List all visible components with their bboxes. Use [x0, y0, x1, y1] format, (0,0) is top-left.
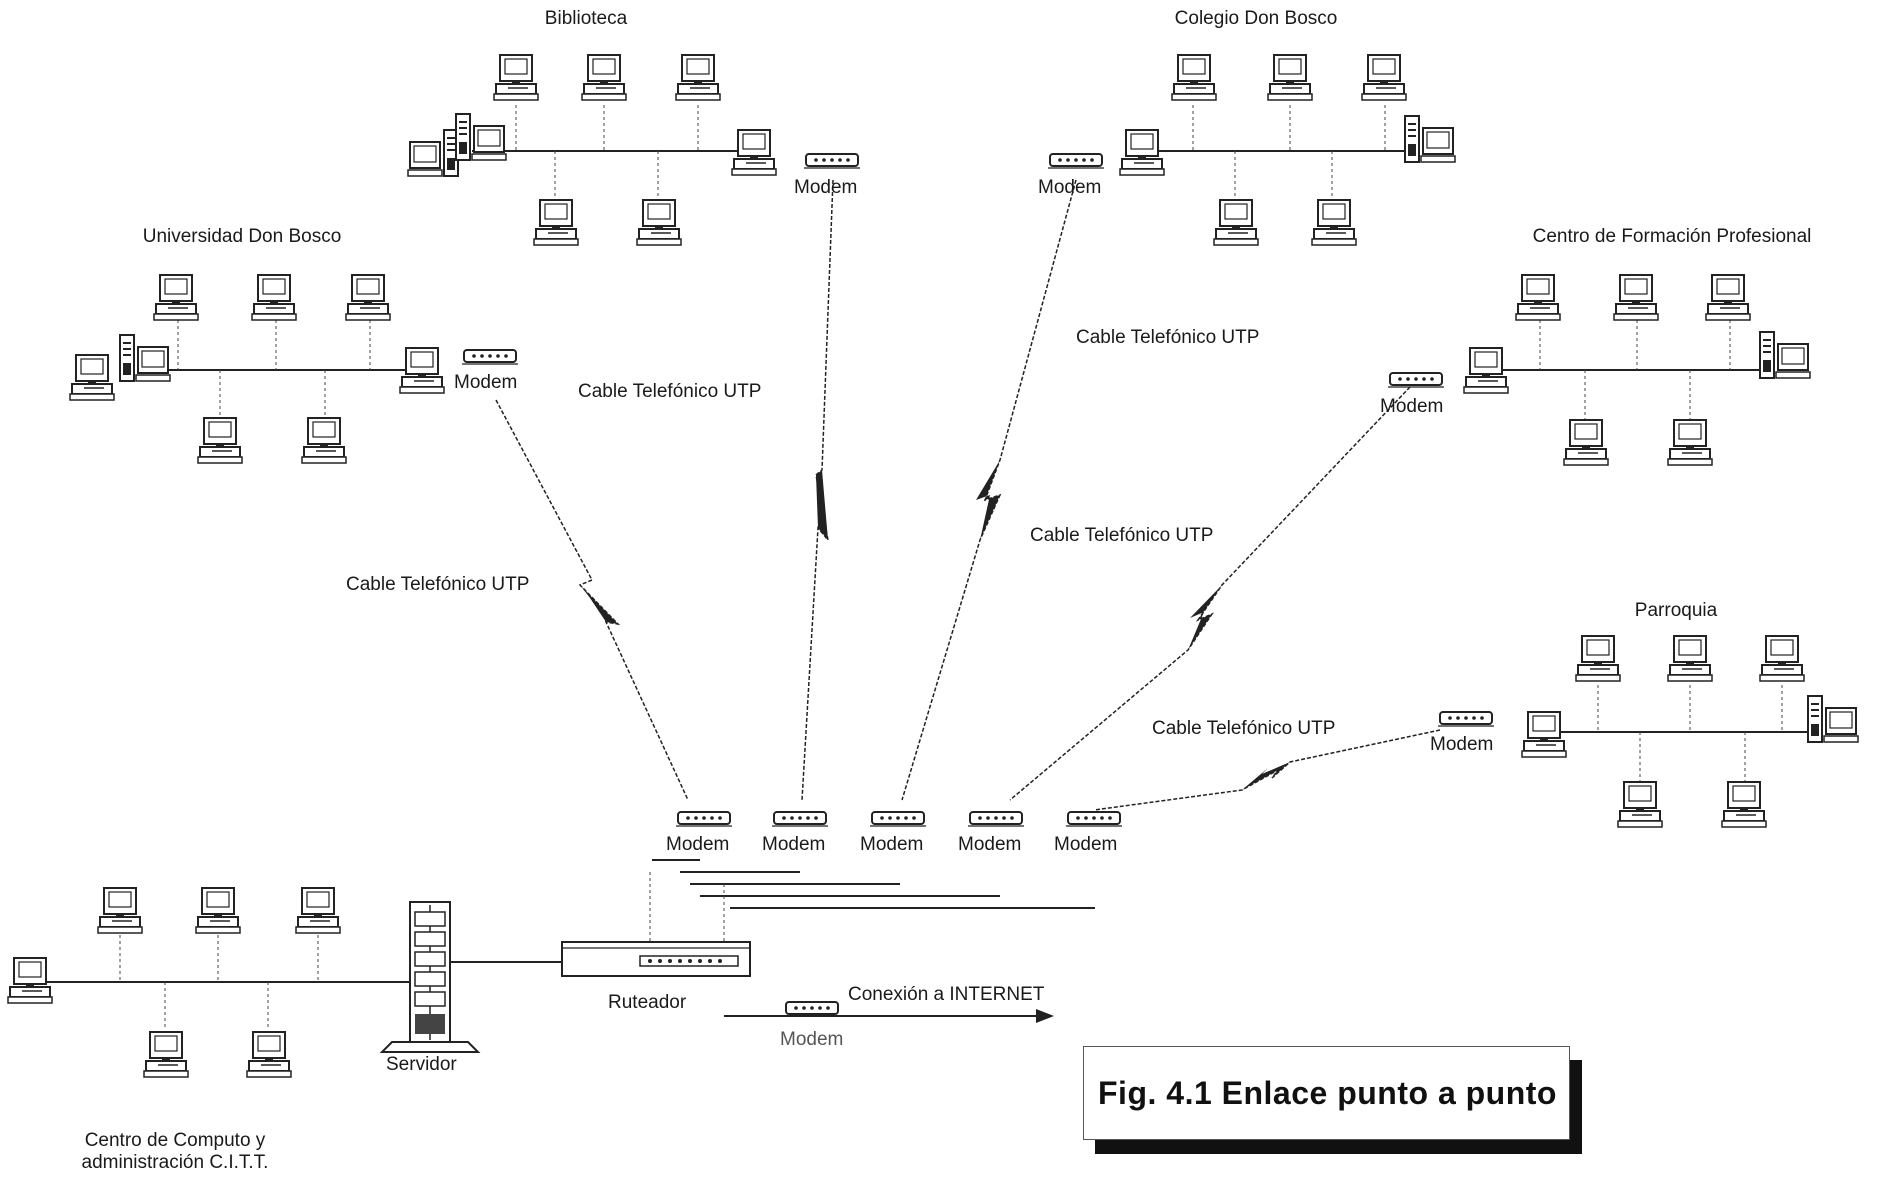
modem-label-centro-formacion: Modem: [1380, 396, 1444, 417]
internet-modem-label: Modem: [780, 1029, 844, 1050]
computer-icon: [295, 887, 341, 934]
figure-caption-box: Fig. 4.1 Enlace punto a punto: [1083, 1046, 1570, 1140]
internet-link-label: Conexión a INTERNET: [848, 984, 1045, 1005]
computer-icon: [1721, 781, 1767, 828]
site-title-citt: Centro de Computo y administración C.I.T…: [82, 1130, 269, 1174]
computer-icon: [1521, 711, 1567, 758]
modem-label-colegio: Modem: [1038, 177, 1102, 198]
modem-bank-label-2: Modem: [762, 834, 826, 855]
cable-label-centro-formacion: Cable Telefónico UTP: [1030, 525, 1214, 546]
computer-icon: [1705, 274, 1751, 321]
site-title-biblioteca: Biblioteca: [544, 8, 628, 29]
computer-icon: [493, 54, 539, 101]
server-icon: [379, 901, 481, 1053]
computer-icon: [301, 417, 347, 464]
lan-colegio: [1047, 54, 1456, 246]
modem-icon: [869, 811, 927, 827]
computer-icon: [153, 274, 199, 321]
computer-icon: [1667, 419, 1713, 466]
server-label: Servidor: [386, 1054, 457, 1075]
modem-icon: [803, 153, 861, 169]
cable-label-biblioteca: Cable Telefónico UTP: [578, 381, 762, 402]
modem-icon: [1065, 811, 1123, 827]
workstation-icon: [455, 113, 507, 161]
site-title-centro-formacion: Centro de Formación Profesional: [1532, 226, 1812, 247]
computer-icon: [731, 129, 777, 176]
modem-label-biblioteca: Modem: [794, 177, 858, 198]
modem-bank-label-1: Modem: [666, 834, 730, 855]
computer-icon: [197, 417, 243, 464]
workstation-icon: [1404, 115, 1456, 163]
computer-icon: [1613, 274, 1659, 321]
lan-biblioteca: [407, 54, 861, 246]
cable-label-universidad: Cable Telefónico UTP: [346, 574, 530, 595]
modem-icon: [1047, 153, 1105, 169]
computer-icon: [1563, 419, 1609, 466]
computer-icon: [1575, 635, 1621, 682]
lan-parroquia: [1437, 635, 1859, 828]
computer-icon: [195, 887, 241, 934]
site-title-universidad: Universidad Don Bosco: [142, 226, 342, 247]
computer-icon: [1267, 54, 1313, 101]
modem-icon: [967, 811, 1025, 827]
router-label: Ruteador: [608, 992, 687, 1013]
modem-bank-label-3: Modem: [860, 834, 924, 855]
computer-icon: [1617, 781, 1663, 828]
cable-label-colegio: Cable Telefónico UTP: [1076, 327, 1260, 348]
computer-icon: [143, 1031, 189, 1078]
modem-bank: [649, 811, 1123, 942]
computer-icon: [1311, 199, 1357, 246]
workstation-icon: [1759, 331, 1811, 379]
modem-bank-label-4: Modem: [958, 834, 1022, 855]
computer-icon: [1759, 635, 1805, 682]
modem-label-universidad: Modem: [454, 372, 518, 393]
workstation-icon: [119, 334, 171, 382]
site-title-parroquia: Parroquia: [1634, 600, 1718, 621]
computer-icon: [636, 199, 682, 246]
site-title-colegio: Colegio Don Bosco: [1174, 8, 1338, 29]
computer-icon: [1119, 129, 1165, 176]
cable-label-parroquia: Cable Telefónico UTP: [1152, 718, 1336, 739]
modem-icon: [675, 811, 733, 827]
modem-label-parroquia: Modem: [1430, 734, 1494, 755]
modem-icon: [771, 811, 829, 827]
workstation-icon: [407, 129, 459, 177]
computer-icon: [399, 347, 445, 394]
computer-icon: [345, 274, 391, 321]
modem-icon: [1387, 372, 1445, 388]
computer-icon: [251, 274, 297, 321]
computer-icon: [581, 54, 627, 101]
lightning-marks: [580, 460, 1290, 790]
computer-icon: [69, 354, 115, 401]
computer-icon: [1515, 274, 1561, 321]
lan-centro-formacion: [1387, 274, 1811, 466]
computer-icon: [246, 1031, 292, 1078]
workstation-icon: [1807, 695, 1859, 743]
modem-bank-label-5: Modem: [1054, 834, 1118, 855]
site-title-citt-line1: Centro de Computo y: [84, 1130, 266, 1151]
computer-icon: [1361, 54, 1407, 101]
computer-icon: [1213, 199, 1259, 246]
modem-icon: [461, 349, 519, 365]
computer-icon: [7, 957, 53, 1004]
utp-links: [495, 179, 1441, 811]
arrow-icon: [1036, 1009, 1054, 1023]
modem-icon: [783, 1001, 841, 1017]
router-icon: [561, 941, 751, 977]
site-title-citt-line2: administración C.I.T.T.: [81, 1152, 269, 1173]
lan-citt: [7, 887, 580, 1078]
modem-icon: [1437, 711, 1495, 727]
computer-icon: [1463, 347, 1509, 394]
figure-caption: Fig. 4.1 Enlace punto a punto: [1098, 1075, 1557, 1111]
computer-icon: [97, 887, 143, 934]
computer-icon: [1171, 54, 1217, 101]
computer-icon: [533, 199, 579, 246]
lan-universidad: [69, 274, 519, 464]
computer-icon: [675, 54, 721, 101]
computer-icon: [1667, 635, 1713, 682]
internet-link: [724, 1001, 1054, 1023]
